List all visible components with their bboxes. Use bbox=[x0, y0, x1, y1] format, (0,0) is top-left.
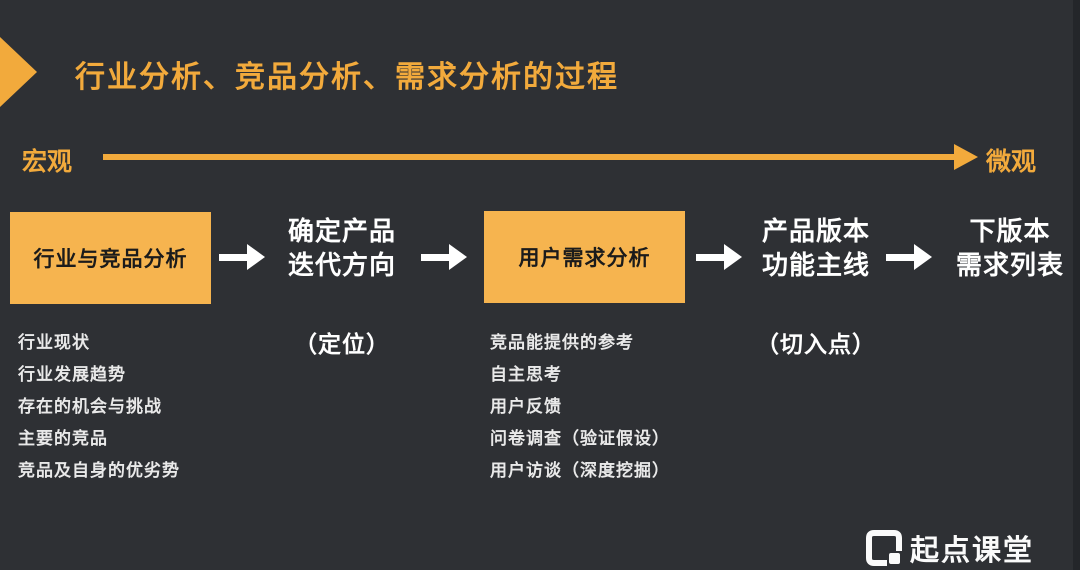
arrow-shaft bbox=[219, 254, 248, 261]
list-item: 行业现状 bbox=[18, 333, 90, 352]
flow-step-line1: 产品版本 bbox=[761, 216, 870, 246]
flow-step-industry-analysis: 行业与竞品分析 bbox=[10, 212, 211, 304]
brand-logo-text: 起点课堂 bbox=[910, 535, 1035, 567]
flow-step-iteration-direction: 确定产品 迭代方向 bbox=[268, 214, 416, 282]
industry-analysis-list: 行业现状 行业发展趋势 存在的机会与挑战 主要的竞品 竞品及自身的优劣势 bbox=[18, 327, 180, 487]
list-item: 行业发展趋势 bbox=[18, 365, 126, 384]
arrow-head bbox=[724, 244, 742, 270]
list-item: 主要的竞品 bbox=[18, 429, 108, 448]
arrow-head bbox=[914, 244, 932, 270]
list-item: 竞品能提供的参考 bbox=[490, 333, 634, 352]
flow-step-line1: 下版本 bbox=[969, 216, 1051, 246]
list-item: 用户访谈（深度挖掘） bbox=[490, 461, 670, 480]
flow-step-label: 行业与竞品分析 bbox=[33, 248, 188, 271]
flow-step-line1: 确定产品 bbox=[287, 216, 396, 246]
page-title: 行业分析、竞品分析、需求分析的过程 bbox=[75, 61, 619, 94]
title-marker-triangle-icon bbox=[0, 37, 37, 107]
list-item: 问卷调查（验证假设） bbox=[490, 429, 670, 448]
entry-point-note: （切入点） bbox=[756, 331, 876, 357]
arrow-head bbox=[449, 244, 467, 270]
list-item: 存在的机会与挑战 bbox=[18, 397, 162, 416]
list-item: 自主思考 bbox=[490, 365, 562, 384]
flow-step-line2: 迭代方向 bbox=[287, 250, 396, 280]
flow-step-line2: 功能主线 bbox=[761, 250, 870, 280]
flow-arrow-icon bbox=[219, 244, 265, 270]
arrow-head bbox=[247, 244, 265, 270]
flow-step-user-needs-analysis: 用户需求分析 bbox=[484, 211, 685, 303]
brand-logo: 起点课堂 bbox=[866, 527, 1034, 569]
macro-micro-arrowhead-icon bbox=[954, 144, 978, 170]
flow-step-line2: 需求列表 bbox=[955, 250, 1064, 280]
arrow-shaft bbox=[696, 254, 725, 261]
flow-arrow-icon bbox=[421, 244, 467, 270]
flow-arrow-icon bbox=[696, 244, 742, 270]
right-edge-shade bbox=[1073, 0, 1080, 570]
arrow-shaft bbox=[421, 254, 450, 261]
arrow-shaft bbox=[886, 254, 915, 261]
flow-arrow-icon bbox=[886, 244, 932, 270]
user-research-list: 竞品能提供的参考 自主思考 用户反馈 问卷调查（验证假设） 用户访谈（深度挖掘） bbox=[490, 327, 670, 487]
list-item: 用户反馈 bbox=[490, 397, 562, 416]
flow-step-label: 用户需求分析 bbox=[518, 247, 651, 270]
macro-label: 宏观 bbox=[22, 148, 73, 176]
micro-label: 微观 bbox=[986, 148, 1037, 176]
macro-micro-arrow-line bbox=[103, 154, 956, 160]
flow-step-next-version-list: 下版本 需求列表 bbox=[940, 214, 1080, 282]
list-item: 竞品及自身的优劣势 bbox=[18, 461, 180, 480]
qidian-logo-icon bbox=[866, 530, 902, 566]
positioning-note: （定位） bbox=[294, 331, 390, 357]
flow-step-version-mainline: 产品版本 功能主线 bbox=[746, 214, 886, 282]
